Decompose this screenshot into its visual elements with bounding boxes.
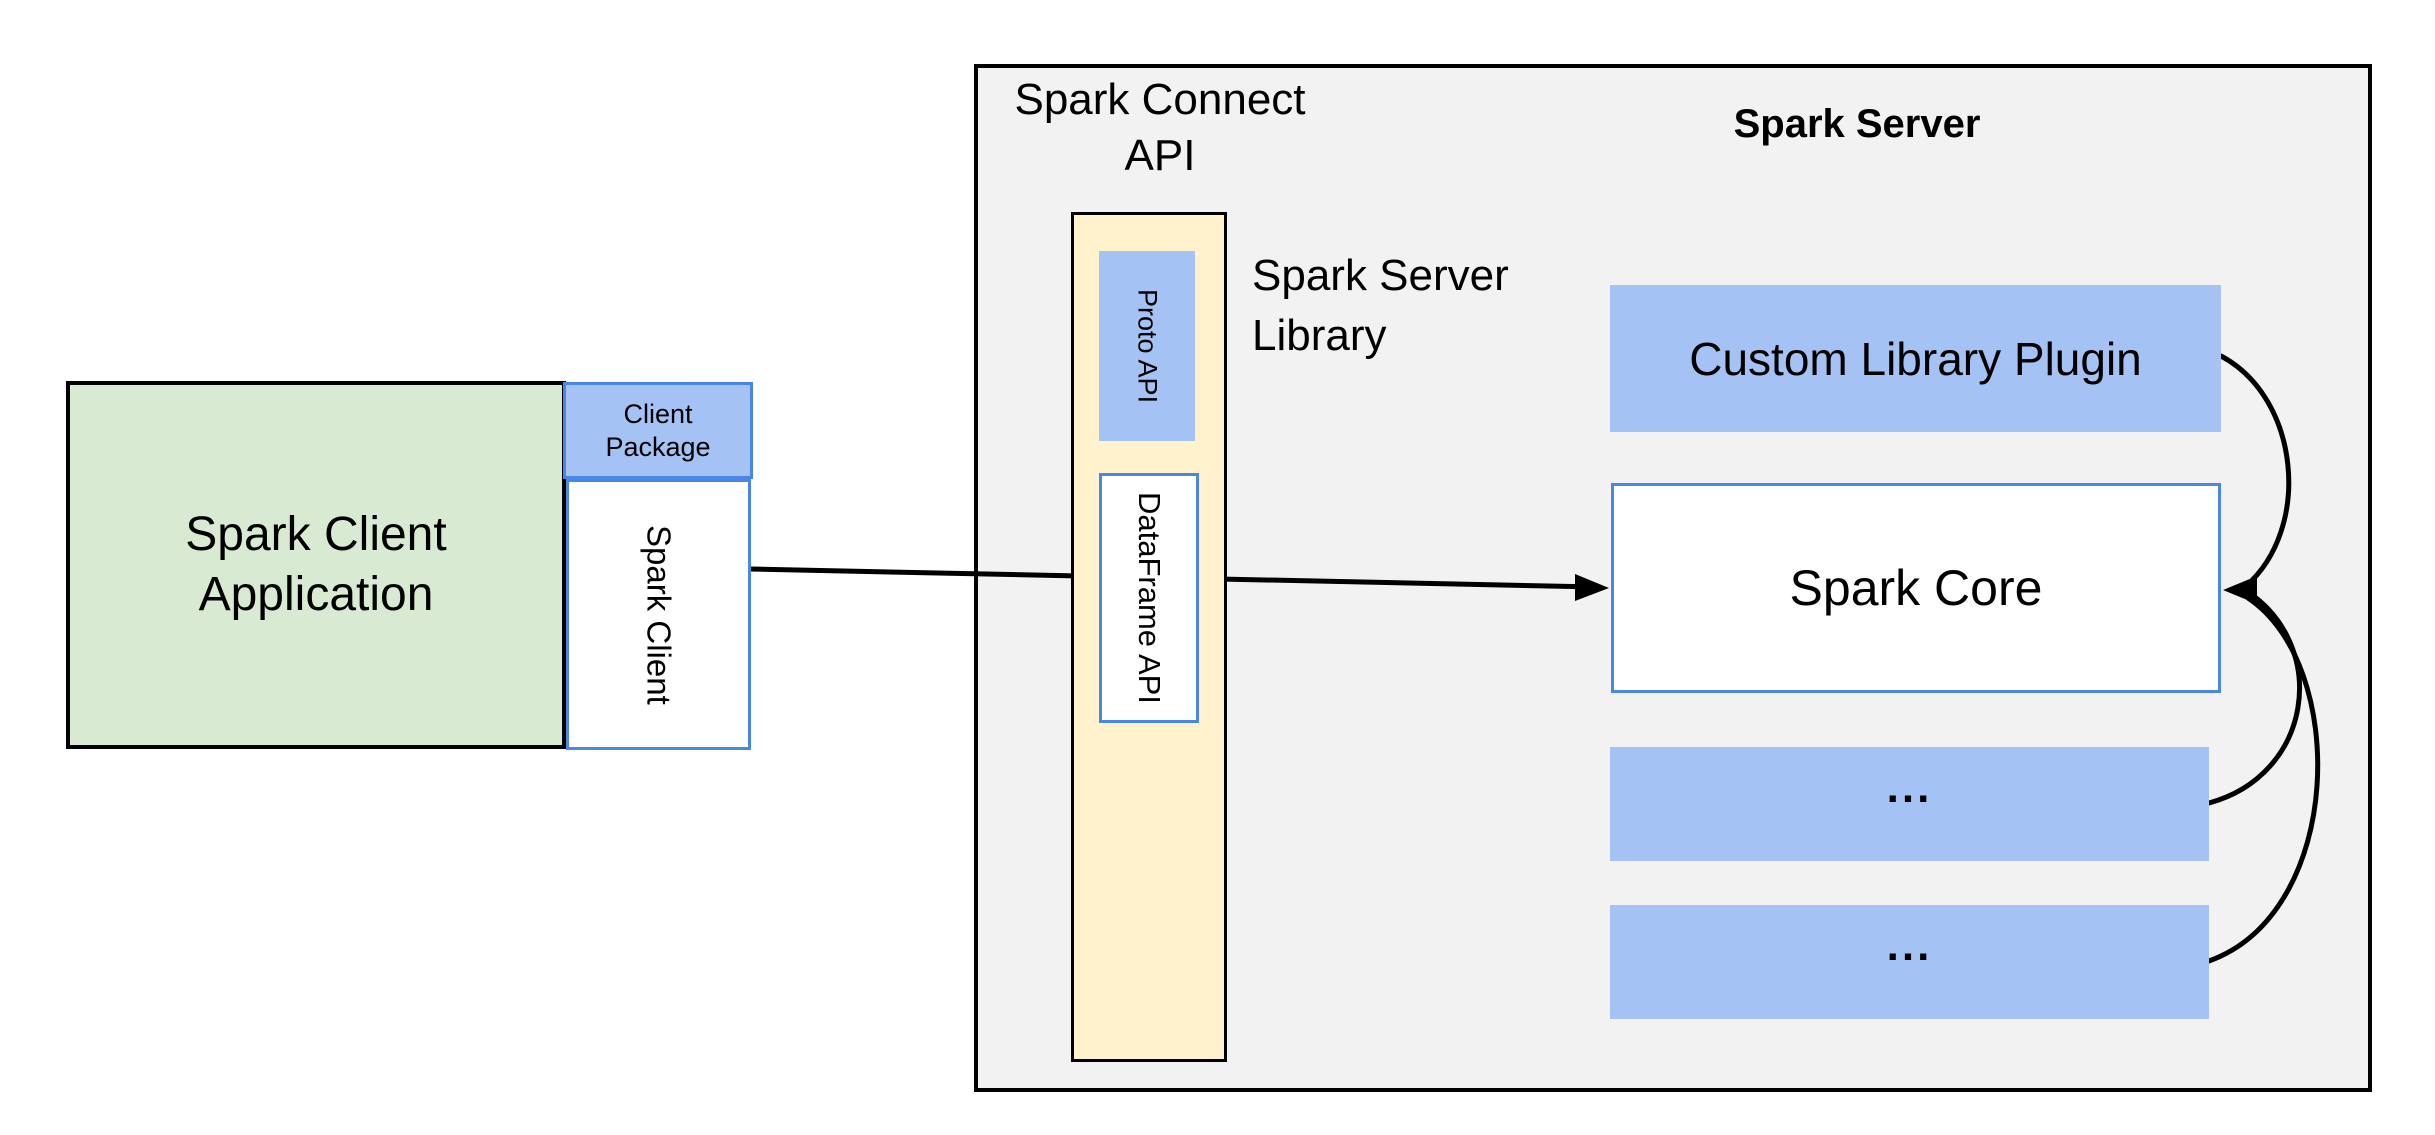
more-plugins-label-2: ... xyxy=(1886,921,1933,970)
spark-core-label: Spark Core xyxy=(1789,560,2043,616)
spark-client-application-box: Spark Client Application xyxy=(66,381,566,749)
custom-library-plugin-label: Custom Library Plugin xyxy=(1689,332,2142,385)
proto-api-box: Proto API xyxy=(1099,251,1195,441)
more-plugins-box-1: ... xyxy=(1610,747,2209,861)
spark-client-label: Spark Client xyxy=(640,524,678,705)
dataframe-api-label: DataFrame API xyxy=(1132,492,1167,704)
spark-client-application-label: Spark Client Application xyxy=(185,508,447,621)
client-package-label: Client Package xyxy=(605,398,711,462)
client-package-box: Client Package xyxy=(563,382,753,479)
spark-client-box: Spark Client xyxy=(566,479,751,750)
spark-server-library-label: Spark Server Library xyxy=(1252,251,1509,360)
spark-connect-api-label: Spark Connect API xyxy=(1014,75,1306,180)
custom-library-plugin-box: Custom Library Plugin xyxy=(1610,285,2221,432)
more-plugins-box-2: ... xyxy=(1610,905,2209,1019)
spark-server-title: Spark Server xyxy=(1733,102,1981,146)
more-plugins-label-1: ... xyxy=(1886,763,1933,812)
proto-api-label: Proto API xyxy=(1132,288,1163,404)
spark-core-box: Spark Core xyxy=(1611,483,2221,693)
dataframe-api-box: DataFrame API xyxy=(1099,473,1199,723)
